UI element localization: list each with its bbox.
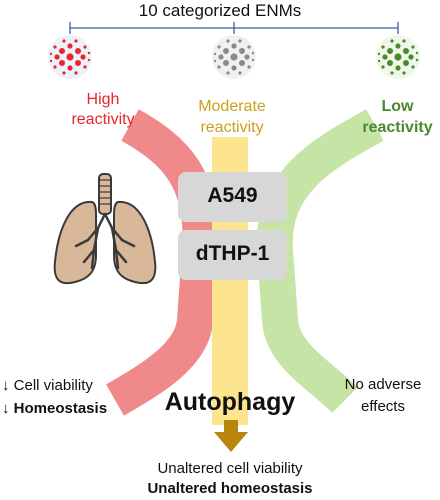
- bottom-outcome-line2: Unaltered homeostasis: [147, 480, 313, 497]
- nanoparticle-red-icon: [48, 35, 92, 79]
- moderate-reactivity-label-line1: Moderate: [198, 98, 266, 115]
- cell-line-box-a549: [178, 172, 287, 222]
- moderate-reactivity-label-line2: reactivity: [200, 119, 264, 136]
- high-reactivity-label: High reactivity: [48, 90, 158, 130]
- bottom-outcome-line1: Unaltered cell viability: [157, 460, 303, 477]
- cell-line-a549: A549: [207, 184, 258, 207]
- right-outcome-line1: No adverse: [344, 376, 422, 393]
- cell-line-dthp1: dTHP-1: [195, 242, 270, 265]
- high-reactivity-label-line2: reactivity: [71, 111, 135, 128]
- cell-line-box-dthp1: [178, 230, 287, 280]
- lungs-icon: [53, 173, 157, 285]
- high-reactivity-label-line1: High: [86, 91, 120, 108]
- bottom-outcome: Unaltered cell viability Unaltered homeo…: [90, 459, 370, 499]
- low-reactivity-label-line1: Low: [381, 98, 414, 115]
- down-arrow-icon: [214, 420, 248, 452]
- left-outcome-line1: ↓ Cell viability: [2, 377, 93, 394]
- diagram-title: 10 categorized ENMs: [138, 1, 302, 20]
- left-outcome-line2: ↓ Homeostasis: [2, 400, 108, 417]
- autophagy-label: Autophagy: [164, 388, 296, 416]
- nanoparticle-gray-icon: [212, 35, 256, 79]
- low-reactivity-label: Low reactivity: [350, 96, 440, 138]
- low-reactivity-band: [256, 109, 384, 414]
- top-bracket: [69, 22, 399, 34]
- moderate-reactivity-label: Moderate reactivity: [172, 96, 292, 138]
- left-outcome: ↓ Cell viability ↓ Homeostasis: [2, 374, 107, 420]
- low-reactivity-label-line2: reactivity: [362, 119, 433, 136]
- right-outcome-line2: effects: [361, 398, 405, 415]
- right-outcome: No adverse effects: [330, 374, 436, 418]
- nanoparticle-green-icon: [376, 35, 420, 79]
